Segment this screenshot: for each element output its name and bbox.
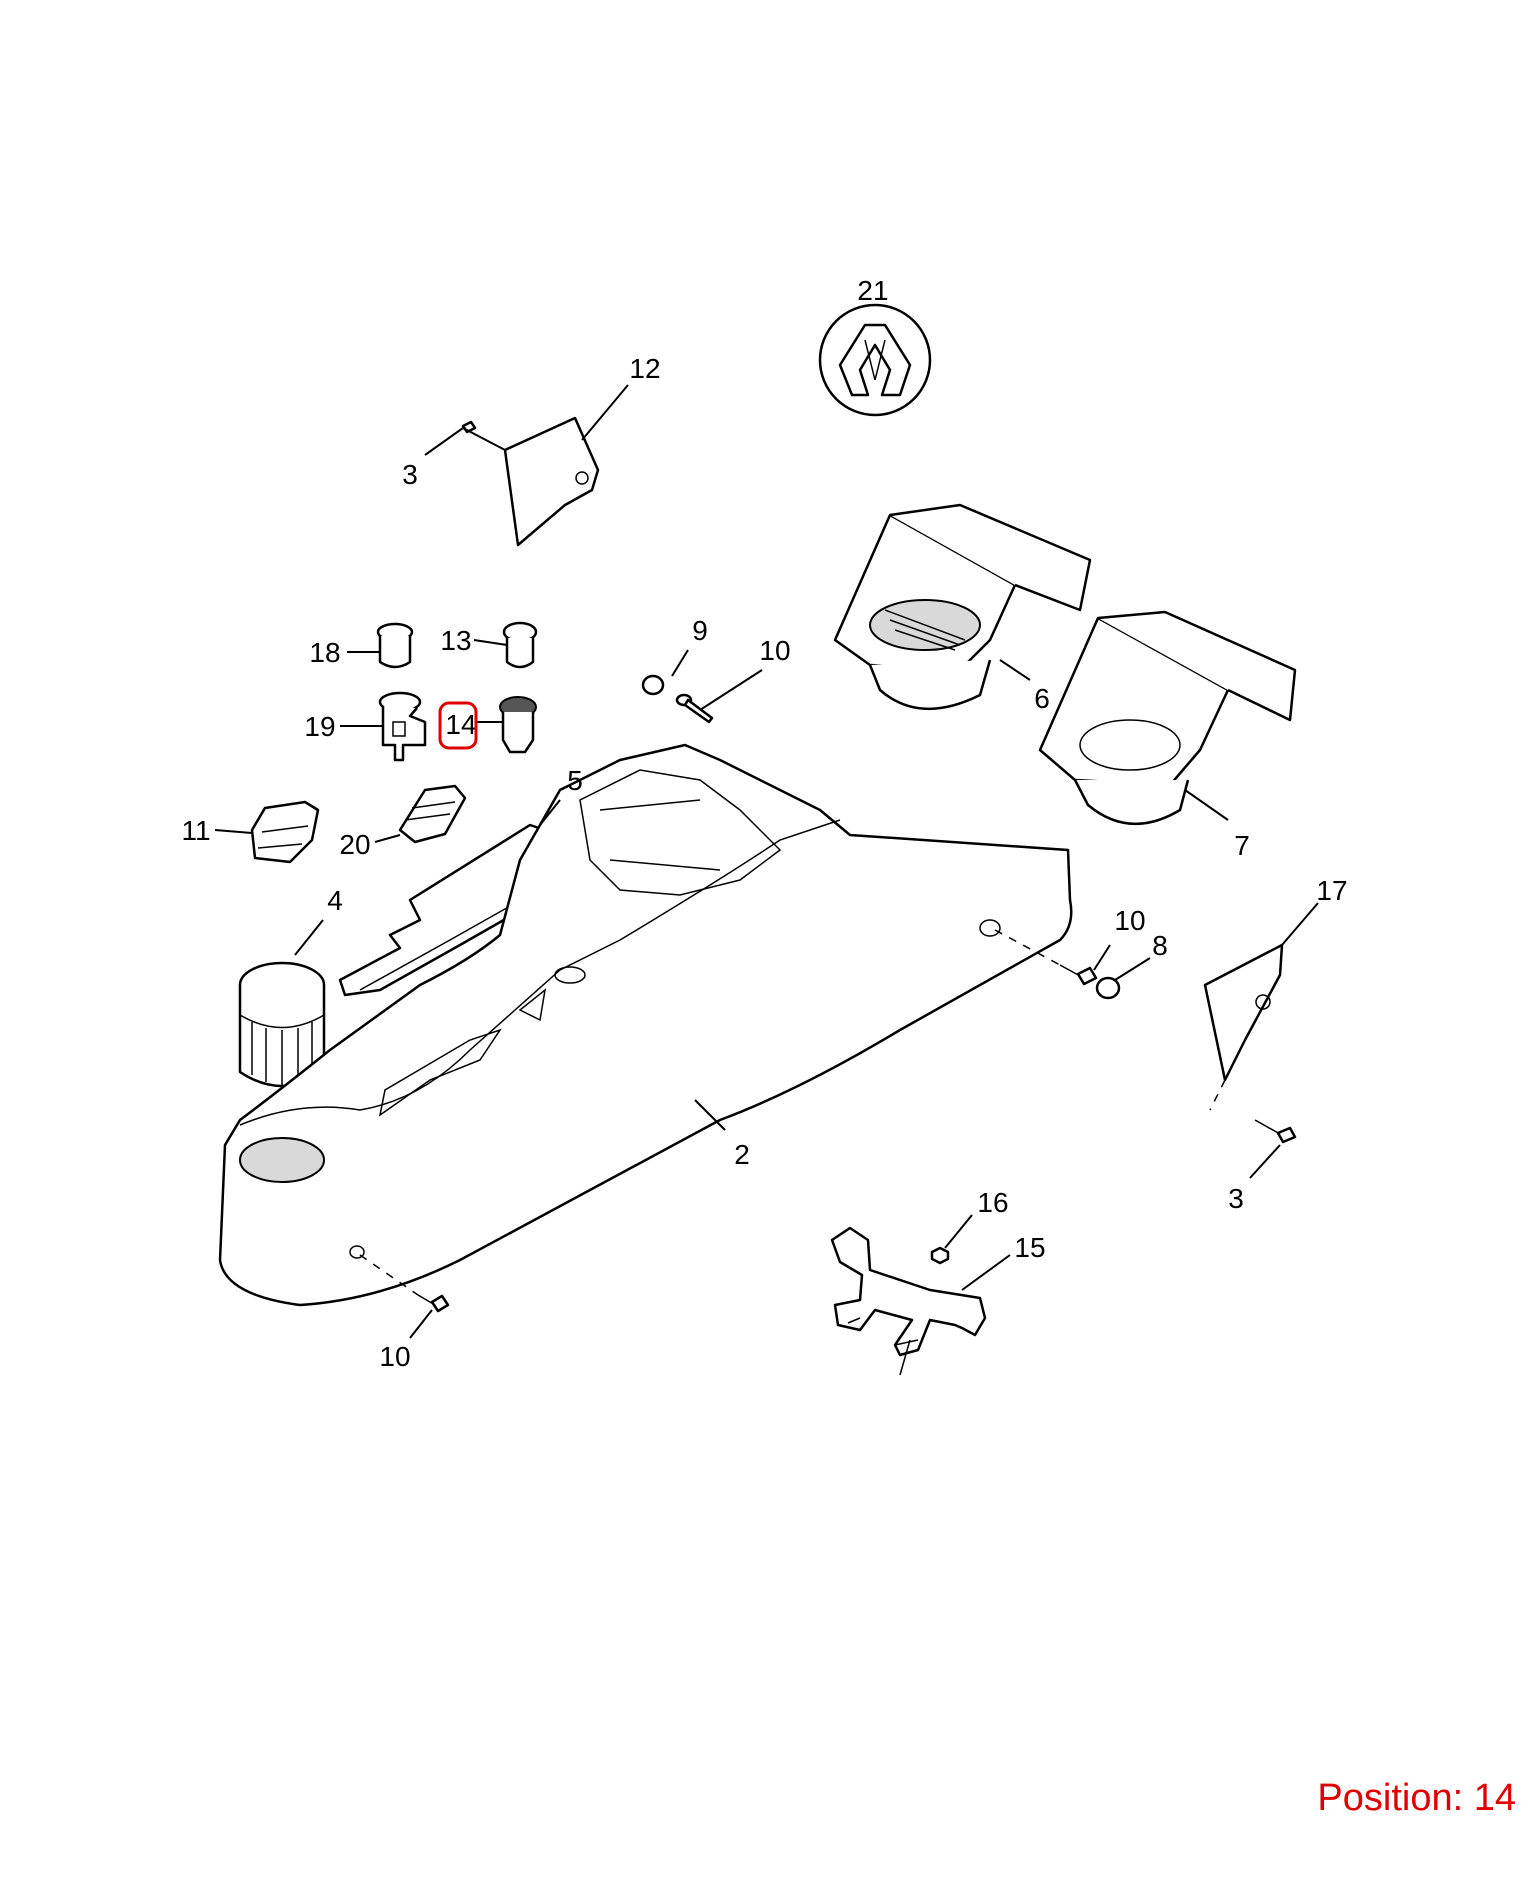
- callout-21[interactable]: 21: [857, 275, 888, 306]
- callout-5[interactable]: 5: [567, 765, 583, 796]
- callout-15[interactable]: 15: [1014, 1232, 1045, 1263]
- callout-10-right[interactable]: 10: [1114, 905, 1145, 936]
- part-8-cap[interactable]: [1095, 976, 1121, 1000]
- callout-17[interactable]: 17: [1316, 875, 1347, 906]
- part-6-tray[interactable]: [833, 503, 1092, 711]
- part-18-socket[interactable]: [376, 622, 414, 669]
- part-19-socket-bracket[interactable]: [378, 691, 427, 762]
- part-12-panel[interactable]: [503, 416, 600, 547]
- highlight-ring-14: [438, 701, 478, 750]
- callout-20[interactable]: 20: [339, 829, 370, 860]
- part-4-cup-holder[interactable]: [238, 961, 326, 1088]
- part-2-console[interactable]: [218, 743, 1073, 1307]
- callout-2[interactable]: 2: [734, 1139, 750, 1170]
- callout-14[interactable]: 14: [445, 709, 476, 740]
- callout-10-upper[interactable]: 10: [759, 635, 790, 666]
- position-label: Position: 14: [1317, 1777, 1516, 1819]
- part-21-clip[interactable]: [818, 303, 932, 417]
- part-9-clip[interactable]: [641, 674, 665, 696]
- callout-labels: 21 12 3 18 13 19 14 9 10 6 7 5 11 20 4 1…: [181, 275, 1347, 1372]
- part-3-screw-right[interactable]: [1254, 1119, 1297, 1144]
- callout-8[interactable]: 8: [1152, 930, 1168, 961]
- part-14-socket[interactable]: [499, 696, 537, 754]
- part-10-screw-upper[interactable]: [675, 693, 714, 724]
- part-11-switch[interactable]: [250, 800, 320, 864]
- callout-16[interactable]: 16: [977, 1187, 1008, 1218]
- part-20-clip[interactable]: [398, 784, 467, 844]
- callout-13[interactable]: 13: [440, 625, 471, 656]
- part-7-tray[interactable]: [1038, 610, 1297, 826]
- part-17-panel[interactable]: [1203, 943, 1284, 1082]
- callout-12[interactable]: 12: [629, 353, 660, 384]
- callout-19[interactable]: 19: [304, 711, 335, 742]
- part-13-socket[interactable]: [502, 621, 538, 669]
- callout-9[interactable]: 9: [692, 615, 708, 646]
- callout-10-lower[interactable]: 10: [379, 1341, 410, 1372]
- part-10-screw-right[interactable]: [1059, 964, 1098, 986]
- callout-4[interactable]: 4: [327, 885, 343, 916]
- part-15-bracket[interactable]: [830, 1226, 987, 1357]
- part-16-nut[interactable]: [930, 1246, 950, 1265]
- leader-lines: [214, 384, 1319, 1376]
- callout-18[interactable]: 18: [309, 637, 340, 668]
- callout-3-top[interactable]: 3: [402, 459, 418, 490]
- callout-6[interactable]: 6: [1034, 683, 1050, 714]
- callout-7[interactable]: 7: [1234, 830, 1250, 861]
- part-10-screw-lower[interactable]: [417, 1294, 450, 1313]
- callout-11[interactable]: 11: [181, 815, 210, 846]
- callout-3-right[interactable]: 3: [1228, 1183, 1244, 1214]
